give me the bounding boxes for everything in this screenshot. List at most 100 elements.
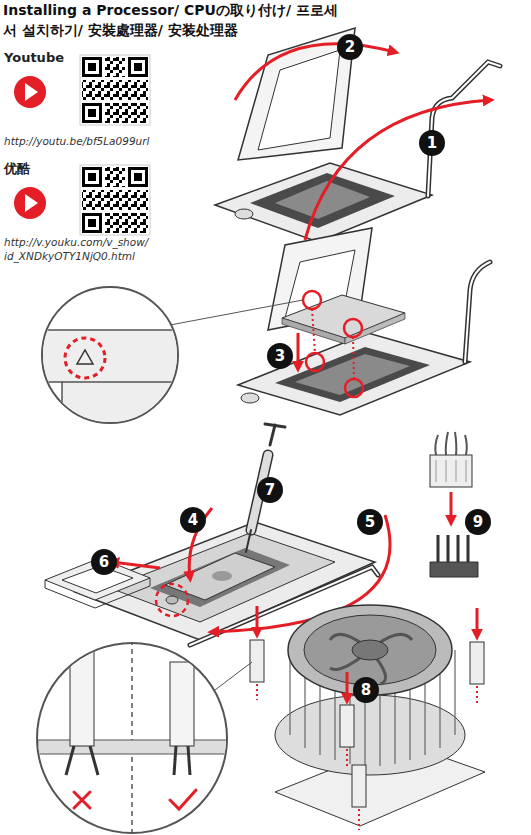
thermal-paste-syringe bbox=[246, 530, 251, 552]
alignment-mark bbox=[303, 291, 321, 309]
socket-cap bbox=[45, 578, 150, 608]
callout-number: 2 bbox=[337, 34, 363, 60]
cpu-socket-placing bbox=[295, 354, 410, 395]
zoom-detail bbox=[77, 350, 93, 364]
callout-circle bbox=[465, 509, 491, 535]
qr-code bbox=[105, 103, 148, 123]
motion-arrow bbox=[235, 44, 395, 100]
qr-code bbox=[80, 165, 150, 235]
alignment-mark bbox=[297, 333, 300, 368]
cpu-cooler bbox=[250, 640, 264, 682]
cpu-socket-closed bbox=[166, 596, 178, 604]
motion-arrow bbox=[112, 562, 160, 568]
cpu-socket-open bbox=[215, 163, 432, 242]
qr-code bbox=[82, 167, 102, 187]
qr-code bbox=[80, 55, 150, 125]
qr-code bbox=[128, 167, 148, 187]
play-button bbox=[14, 76, 46, 219]
callout-circle bbox=[91, 549, 117, 575]
zoom-detail bbox=[38, 330, 180, 430]
cpu-socket-closed bbox=[212, 571, 232, 581]
platform-name: Youtube bbox=[4, 50, 79, 65]
qr-code bbox=[134, 173, 142, 181]
qr-code bbox=[85, 106, 99, 120]
motion-arrow bbox=[257, 684, 477, 830]
cpu-socket-open bbox=[235, 209, 253, 219]
thermal-paste-syringe bbox=[246, 424, 285, 552]
play-button bbox=[25, 194, 38, 212]
motion-arrow bbox=[235, 44, 490, 240]
qr-code bbox=[85, 170, 99, 184]
zoom-detail bbox=[38, 287, 303, 430]
alignment-mark bbox=[306, 353, 324, 371]
zoom-detail bbox=[70, 650, 94, 746]
callout-number: 6 bbox=[91, 549, 117, 575]
qr-code bbox=[88, 63, 96, 71]
cpu-socket-placing bbox=[465, 262, 490, 362]
thermal-paste-syringe bbox=[270, 425, 275, 445]
zoom-detail bbox=[215, 662, 252, 690]
callout-number: 8 bbox=[353, 677, 379, 703]
callout-number: 6 bbox=[91, 549, 117, 575]
cpu-socket-open bbox=[275, 181, 370, 219]
callout-number: 1 bbox=[419, 130, 445, 156]
fan-connector bbox=[430, 455, 472, 487]
qr-code bbox=[105, 167, 125, 187]
zoom-detail bbox=[38, 740, 228, 754]
qr-code bbox=[82, 103, 102, 123]
cpu-cooler bbox=[275, 695, 465, 775]
zoom-detail bbox=[38, 640, 228, 835]
cpu-socket-closed bbox=[150, 548, 290, 607]
fan-connector bbox=[438, 535, 468, 562]
cpu-cooler bbox=[352, 640, 388, 660]
callout-number: 5 bbox=[357, 509, 383, 535]
qr-code bbox=[134, 63, 142, 71]
callout-circle bbox=[353, 677, 379, 703]
qr-code bbox=[88, 219, 96, 227]
cpu-socket-open bbox=[428, 62, 500, 196]
alignment-mark bbox=[345, 379, 363, 397]
play-button bbox=[14, 187, 46, 219]
motion-arrow bbox=[256, 606, 259, 634]
zoom-detail bbox=[131, 640, 133, 835]
zoom-detail bbox=[62, 381, 180, 383]
callout-number: 4 bbox=[180, 507, 206, 533]
motion-arrow bbox=[476, 608, 479, 636]
qr-code bbox=[131, 170, 145, 184]
platform-name: 优酷 bbox=[4, 160, 79, 178]
callout-number: 1 bbox=[419, 130, 445, 156]
callout-circle bbox=[357, 509, 383, 535]
qr-code bbox=[80, 55, 150, 125]
fan-connector bbox=[436, 460, 466, 482]
cpu-socket-open bbox=[250, 173, 395, 228]
qr-code bbox=[105, 57, 125, 77]
fan-connector bbox=[430, 432, 478, 577]
alignment-mark bbox=[344, 319, 362, 337]
callout-number: 5 bbox=[357, 509, 383, 535]
callout-number: 3 bbox=[267, 343, 293, 369]
zoom-detail bbox=[170, 662, 194, 746]
qr-code bbox=[105, 213, 148, 233]
zoom-detail bbox=[37, 640, 252, 835]
video-url: http://v.youku.com/v_show/ id_XNDkyOTY1N… bbox=[4, 235, 182, 263]
callout-number: 9 bbox=[465, 509, 491, 535]
cpu-socket-placing bbox=[465, 262, 490, 362]
motion-arrow bbox=[257, 606, 477, 830]
screw-mark bbox=[156, 584, 188, 616]
zoom-detail bbox=[65, 338, 105, 378]
callout-number: 3 bbox=[267, 343, 293, 369]
qr-code bbox=[82, 190, 148, 210]
qr-code bbox=[80, 165, 150, 235]
cpu-socket-open bbox=[215, 28, 500, 242]
zoom-detail bbox=[74, 792, 90, 808]
alignment-mark bbox=[312, 309, 354, 379]
qr-code bbox=[82, 57, 102, 77]
callout-number: 2 bbox=[337, 34, 363, 60]
cpu-socket-open bbox=[258, 50, 340, 150]
cpu-socket-placing bbox=[238, 228, 490, 415]
heading: Installing a Processor/ CPUの取り付け/ 프로세서 설… bbox=[3, 0, 348, 40]
callout-circle bbox=[419, 130, 445, 156]
cpu-socket-placing bbox=[282, 295, 405, 338]
